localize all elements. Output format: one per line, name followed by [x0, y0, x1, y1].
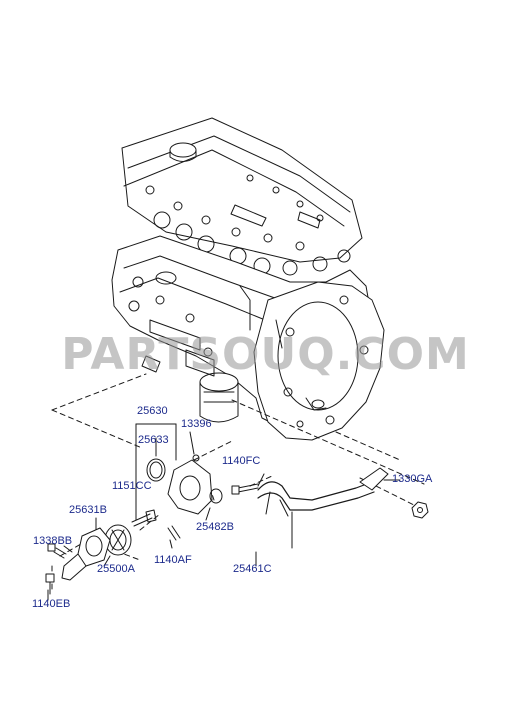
label-leaders: [47, 423, 401, 601]
label-25633[interactable]: 25633: [138, 434, 169, 446]
label-1338BB[interactable]: 1338BB: [33, 535, 73, 547]
label-1151CC[interactable]: 1151CC: [112, 480, 152, 492]
label-25461C[interactable]: 25461C: [233, 563, 272, 575]
label-25630[interactable]: 25630: [137, 405, 168, 417]
label-1140EB[interactable]: 1140EB: [32, 598, 71, 610]
label-25500A[interactable]: 25500A: [97, 563, 135, 575]
label-25631B[interactable]: 25631B: [69, 504, 107, 516]
watermark-text: PARTSOUQ.COM: [61, 329, 470, 380]
label-13396[interactable]: 13396: [181, 418, 212, 430]
label-1140FC[interactable]: 1140FC: [222, 455, 261, 467]
label-1330GA[interactable]: 1330GA: [392, 473, 433, 485]
label-25482B[interactable]: 25482B: [196, 521, 234, 533]
engine-assembly: [111, 117, 385, 441]
label-1140AF[interactable]: 1140AF: [154, 554, 192, 566]
thermostat-housing-parts: [45, 454, 429, 595]
